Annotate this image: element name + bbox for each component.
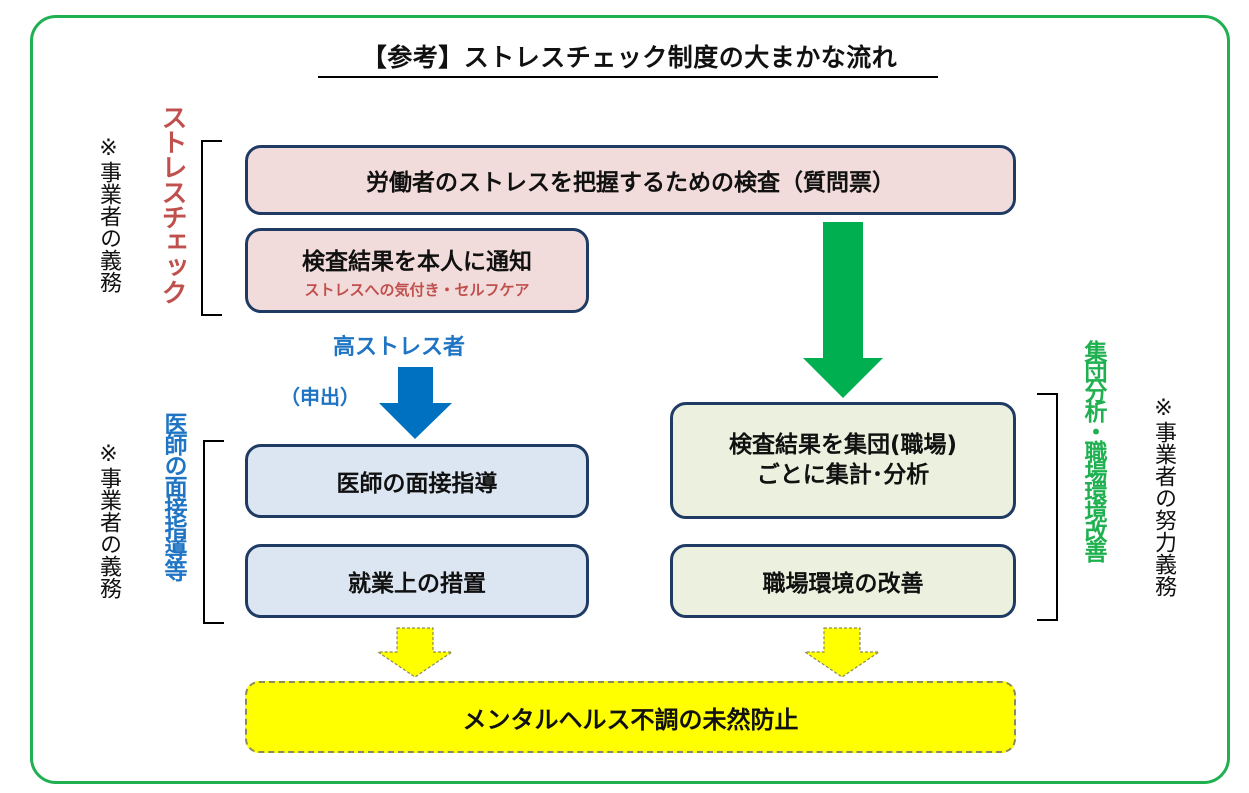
- doctor-interview-text: 医師の面接指導: [336, 471, 498, 497]
- workplace-improvement-text: 職場環境の改善: [762, 571, 924, 597]
- yellow-down-arrow-left-icon: [376, 627, 454, 678]
- work-measures-box: 就業上の措置: [245, 544, 589, 618]
- title-underline: [318, 76, 938, 78]
- outer-frame: [30, 15, 1230, 784]
- group-analysis-box: 検査結果を集団(職場) ごとに集計･分析: [670, 402, 1016, 519]
- group-analysis-line2: ごとに集計･分析: [756, 461, 930, 488]
- section-label-group-analysis: 集団分析・職場環境改善: [1080, 340, 1106, 560]
- prevention-text: メンタルヘルス不調の未然防止: [462, 705, 799, 734]
- section-label-stress-check: ストレスチェック: [157, 104, 187, 304]
- effort-obligation-note: ※事業者の努力義務: [1151, 396, 1176, 597]
- notify-result-text: 検査結果を本人に通知: [302, 248, 532, 275]
- workplace-improvement-box: 職場環境の改善: [670, 544, 1016, 618]
- bracket-doctor-interview: [203, 440, 224, 624]
- section-label-doctor-interview: 医師の面接指導等: [160, 412, 186, 580]
- self-care-subtext: ストレスへの気付き・セルフケア: [304, 280, 530, 299]
- high-stress-label: 高ストレス者: [333, 335, 466, 360]
- work-measures-text: 就業上の措置: [348, 571, 486, 597]
- bracket-stress-check: [201, 140, 222, 316]
- doctor-interview-box: 医師の面接指導: [245, 444, 589, 518]
- yellow-down-arrow-right-icon: [803, 627, 881, 678]
- stress-survey-text: 労働者のストレスを把握するための検査（質問票）: [366, 170, 895, 196]
- obligation-note-stress-check: ※事業者の義務: [96, 136, 121, 293]
- obligation-note-interview: ※事業者の義務: [96, 442, 121, 599]
- diagram-title: 【参考】ストレスチェック制度の大まかな流れ: [361, 43, 898, 72]
- stress-survey-box: 労働者のストレスを把握するための検査（質問票）: [245, 145, 1016, 215]
- bracket-group-analysis: [1037, 393, 1058, 621]
- blue-down-arrow-icon: [379, 367, 452, 439]
- group-analysis-line1: 検査結果を集団(職場): [728, 431, 958, 458]
- request-label: （申出）: [280, 385, 360, 409]
- prevention-box: メンタルヘルス不調の未然防止: [245, 681, 1016, 753]
- green-down-arrow-icon: [803, 222, 883, 398]
- notify-result-box: 検査結果を本人に通知 ストレスへの気付き・セルフケア: [245, 228, 589, 313]
